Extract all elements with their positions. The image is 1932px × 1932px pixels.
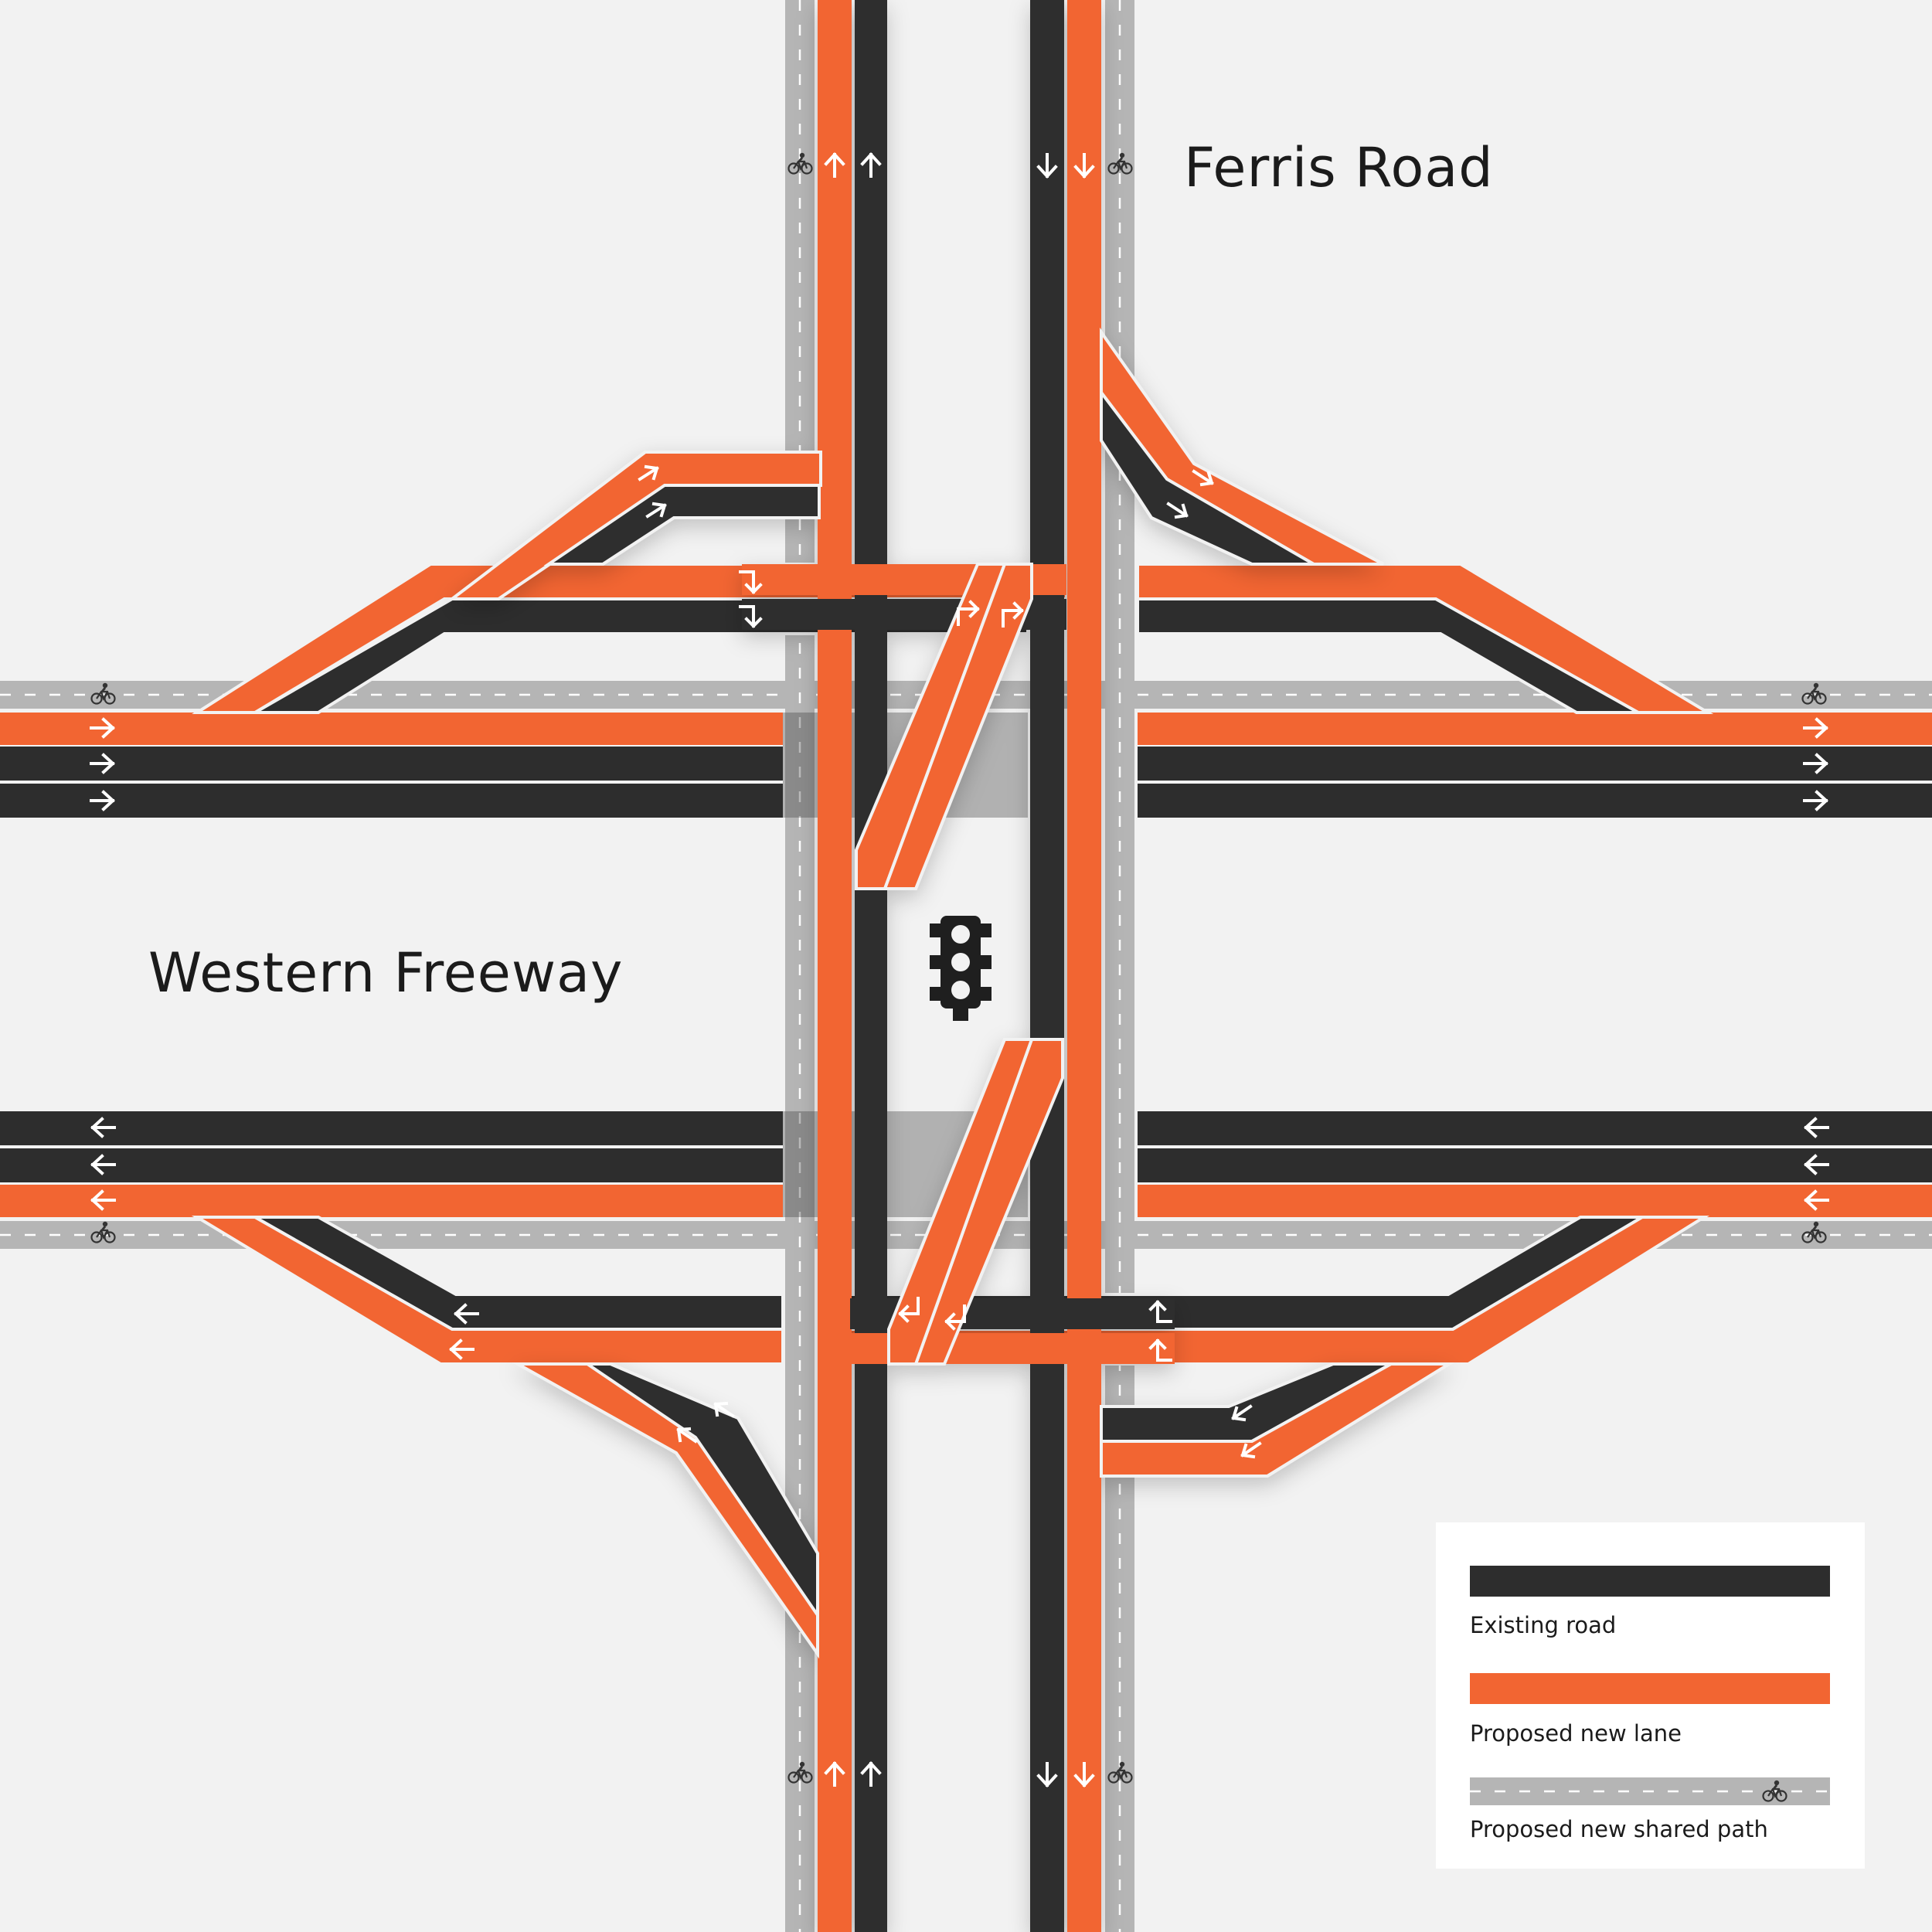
traffic-light-icon [930, 916, 992, 1021]
arrow-icon [824, 152, 845, 178]
legend-label-shared-path: Proposed new shared path [1470, 1816, 1768, 1842]
arrow-icon [90, 1154, 116, 1175]
arrow-icon [645, 502, 667, 519]
legend-swatch-proposed-lane [1470, 1673, 1830, 1704]
legend-swatch-shared-path [1470, 1777, 1830, 1805]
arrow-icon [713, 1401, 735, 1418]
arrow-icon [1240, 1441, 1262, 1459]
arrow-icon [1192, 469, 1214, 487]
legend-label-proposed-lane: Proposed new lane [1470, 1720, 1682, 1747]
arrow-icon [1804, 1189, 1829, 1211]
arrow-icon [1036, 1762, 1058, 1787]
arrow-icon [90, 1189, 116, 1211]
western-freeway [0, 713, 1932, 1217]
arrow-icon [860, 1761, 882, 1787]
arrow-icon [944, 1304, 966, 1331]
arrow-icon [860, 152, 882, 178]
legend-swatch-existing-road [1470, 1566, 1830, 1597]
arrow-icon [1803, 717, 1828, 739]
ferris-road [447, 0, 1455, 1932]
ferris-road-label: Ferris Road [1184, 136, 1494, 199]
arrow-icon [90, 790, 115, 811]
arrow-icon [638, 464, 659, 481]
arrow-icon [1148, 1338, 1172, 1362]
arrow-icon [90, 717, 115, 739]
arrow-icon [1166, 502, 1189, 519]
arrow-icon [824, 1761, 845, 1787]
arrow-icon [676, 1427, 698, 1444]
arrow-icon [449, 1338, 474, 1360]
arrow-icon [454, 1303, 479, 1325]
arrow-icon [1804, 1117, 1829, 1138]
legend: Existing road Proposed new lane Proposed… [1436, 1522, 1865, 1869]
arrow-icon [1803, 753, 1828, 774]
arrow-icon [898, 1297, 920, 1323]
arrow-icon [90, 753, 115, 774]
arrow-icon [1073, 1762, 1095, 1787]
arrow-icon [1002, 601, 1024, 628]
lane-arrows [90, 152, 1829, 1787]
arrow-icon [90, 1117, 116, 1138]
western-freeway-label: Western Freeway [148, 941, 624, 1005]
arrow-icon [739, 570, 763, 594]
arrow-icon [1231, 1404, 1253, 1422]
arrow-icon [1803, 790, 1828, 811]
arrow-icon [1804, 1154, 1829, 1175]
arrow-icon [739, 605, 763, 628]
arrow-icon [1073, 153, 1095, 179]
arrow-icon [957, 600, 980, 626]
arrow-icon [1036, 153, 1058, 179]
arrow-icon [1148, 1300, 1172, 1323]
legend-label-existing-road: Existing road [1470, 1612, 1617, 1638]
